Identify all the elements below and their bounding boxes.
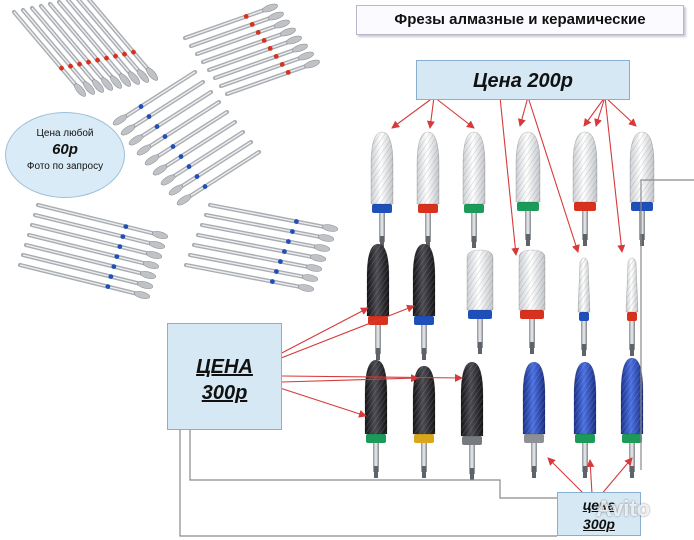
diamond-bur-sets	[11, 0, 339, 299]
arrow-icon	[281, 374, 419, 383]
diamond-bur-set-icon	[11, 0, 158, 97]
carbide-bit-icon	[412, 243, 436, 360]
carbide-ceramic-bits	[364, 131, 655, 480]
carbide-bit-icon	[573, 361, 597, 478]
carbide-bit-icon	[620, 357, 644, 478]
avito-logo-icon: Avito	[596, 496, 651, 521]
connector-lines	[179, 179, 694, 537]
diamond-bur-set-icon	[112, 69, 262, 206]
ceramic-bit-icon	[625, 257, 639, 356]
arrow-icon	[426, 96, 435, 129]
carbide-bit-icon	[364, 359, 388, 478]
arrow-icon	[594, 96, 606, 127]
arrow-icon	[275, 307, 369, 357]
oval-line-any-price: Цена любой	[36, 128, 94, 139]
ceramic-bit-icon	[370, 131, 394, 248]
carbide-bit-icon	[522, 361, 546, 478]
carbide-bit-icon	[412, 365, 436, 478]
diamond-bur-set-icon	[183, 202, 339, 292]
ceramic-bit-icon	[466, 249, 494, 354]
oval-line-price: 60р	[52, 141, 78, 158]
ceramic-bit-icon	[518, 249, 546, 354]
ceramic-bit-icon	[515, 131, 541, 246]
arrow-icon	[586, 459, 595, 495]
arrow-icon	[527, 96, 580, 253]
arrow-icon	[281, 373, 463, 382]
diamond-bur-set-icon	[17, 202, 169, 299]
arrow-icon	[391, 96, 435, 129]
price-box-300: ЦЕНА 300р	[167, 323, 282, 430]
price-box-300-small: цена 300р	[557, 492, 641, 536]
carbide-bit-icon	[460, 361, 484, 480]
carbide-bit-icon	[366, 243, 390, 360]
ceramic-bit-icon	[462, 131, 486, 248]
arrow-icon	[604, 96, 637, 127]
arrow-icon	[604, 96, 626, 253]
ceramic-bit-icon	[629, 131, 655, 246]
arrow-icon	[433, 96, 475, 129]
price-box-300-small-label: цена	[582, 497, 616, 513]
arrow-icon	[599, 457, 633, 497]
arrow-icon	[499, 96, 520, 256]
price-box-300-label: ЦЕНА	[196, 356, 253, 378]
arrow-icon	[518, 96, 529, 127]
arrow-icon	[279, 387, 367, 418]
title-banner: Фрезы алмазные и керамические	[356, 5, 684, 35]
price-box-300-small-value: 300р	[583, 516, 615, 532]
any-price-oval: Цена любой 60р Фото по запросу	[5, 112, 125, 198]
price-arrows	[275, 96, 637, 497]
arrow-icon	[547, 457, 587, 497]
diamond-bur-set-icon	[182, 3, 320, 97]
price-box-200: Цена 200р	[416, 60, 630, 100]
ceramic-bit-icon	[572, 131, 598, 246]
arrow-icon	[583, 96, 606, 127]
ceramic-bit-icon	[577, 257, 591, 356]
arrow-icon	[275, 304, 415, 361]
price-box-300-value: 300р	[201, 382, 248, 404]
ceramic-bit-icon	[416, 131, 440, 248]
oval-line-photo-request: Фото по запросу	[26, 161, 104, 172]
